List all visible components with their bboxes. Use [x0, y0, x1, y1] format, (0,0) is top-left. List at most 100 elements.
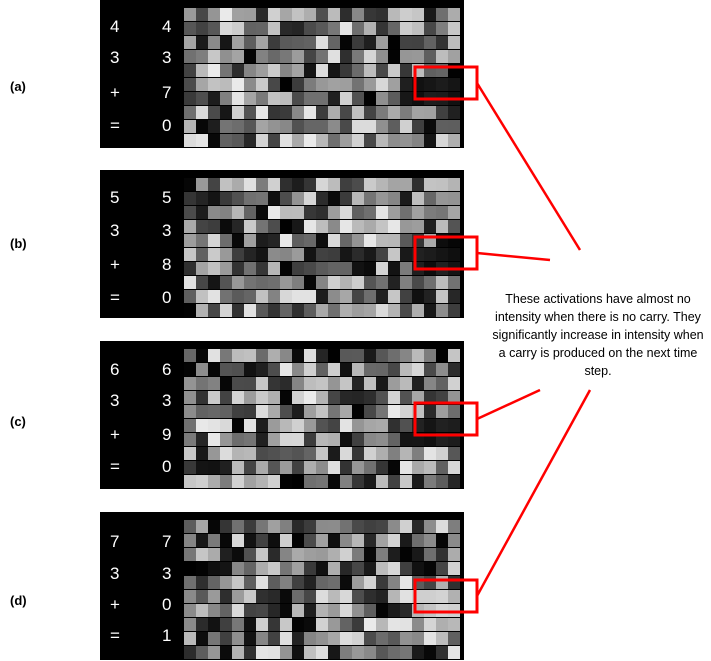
activation-cell — [448, 304, 460, 317]
activation-cell — [244, 576, 256, 589]
activation-cell — [316, 92, 328, 105]
activation-cell — [388, 304, 400, 317]
activation-cell — [388, 220, 400, 233]
activation-cell — [412, 405, 424, 418]
activation-cell — [244, 22, 256, 35]
activation-cell — [436, 475, 448, 488]
activation-cell — [220, 646, 232, 659]
activation-cell — [376, 192, 388, 205]
activation-cell — [232, 363, 244, 376]
activation-cell — [220, 290, 232, 303]
activation-cell — [316, 192, 328, 205]
activation-cell — [328, 134, 340, 147]
activation-cell — [340, 520, 352, 533]
activation-cell — [244, 134, 256, 147]
activation-cell — [256, 36, 268, 49]
activation-cell — [280, 433, 292, 446]
activation-cell — [208, 433, 220, 446]
activation-cell — [352, 349, 364, 362]
activation-cell — [304, 562, 316, 575]
activation-cell — [436, 618, 448, 631]
activation-cell — [388, 206, 400, 219]
activation-cell — [220, 576, 232, 589]
activation-cell — [184, 447, 196, 460]
activation-cell — [208, 590, 220, 603]
activation-cell — [220, 50, 232, 63]
activation-cell — [268, 220, 280, 233]
activation-cell — [208, 646, 220, 659]
activation-cell — [328, 475, 340, 488]
activation-cell — [316, 475, 328, 488]
activation-cell — [268, 276, 280, 289]
activation-cell — [268, 134, 280, 147]
activation-cell — [340, 134, 352, 147]
activation-cell — [256, 433, 268, 446]
activation-cell — [376, 92, 388, 105]
activation-cell — [364, 192, 376, 205]
activation-cell — [256, 548, 268, 561]
activation-cell — [388, 290, 400, 303]
activation-cell — [352, 8, 364, 21]
activation-cell — [196, 64, 208, 77]
activation-cell — [256, 447, 268, 460]
activation-cell — [232, 391, 244, 404]
activation-cell — [328, 604, 340, 617]
activation-cell — [196, 363, 208, 376]
activation-cell — [292, 576, 304, 589]
activation-cell — [352, 604, 364, 617]
activation-cell — [280, 632, 292, 645]
activation-cell — [232, 419, 244, 432]
activation-cell — [184, 590, 196, 603]
activation-cell — [280, 363, 292, 376]
activation-cell — [340, 78, 352, 91]
activation-cell — [232, 134, 244, 147]
activation-cell — [220, 92, 232, 105]
activation-cell — [280, 192, 292, 205]
activation-cell — [424, 377, 436, 390]
activation-cell — [244, 534, 256, 547]
activation-cell — [220, 304, 232, 317]
activation-cell — [448, 206, 460, 219]
activation-cell — [376, 447, 388, 460]
activation-cell — [400, 120, 412, 133]
activation-cell — [232, 92, 244, 105]
activation-cell — [352, 22, 364, 35]
activation-cell — [304, 92, 316, 105]
activation-cell — [448, 377, 460, 390]
activation-cell — [364, 475, 376, 488]
activation-cell — [208, 92, 220, 105]
activation-cell — [400, 646, 412, 659]
activation-cell — [388, 604, 400, 617]
activation-cell — [244, 192, 256, 205]
activation-cell — [184, 576, 196, 589]
activation-cell — [208, 78, 220, 91]
activation-cell — [436, 604, 448, 617]
activation-cell — [340, 106, 352, 119]
activation-cell — [340, 576, 352, 589]
activation-cell — [268, 475, 280, 488]
row-token: 8 — [162, 255, 172, 274]
activation-cell — [388, 618, 400, 631]
activation-cell — [424, 391, 436, 404]
activation-cell — [376, 276, 388, 289]
activation-cell — [364, 248, 376, 261]
activation-cell — [340, 534, 352, 547]
activation-cell — [364, 304, 376, 317]
activation-cell — [196, 106, 208, 119]
activation-cell — [184, 461, 196, 474]
activation-cell — [388, 646, 400, 659]
activation-cell — [244, 590, 256, 603]
activation-cell — [256, 304, 268, 317]
activation-cell — [268, 22, 280, 35]
activation-cell — [184, 234, 196, 247]
activation-cell — [232, 50, 244, 63]
activation-cell — [328, 234, 340, 247]
activation-cell — [424, 576, 436, 589]
activation-cell — [400, 64, 412, 77]
activation-cell — [412, 220, 424, 233]
activation-cell — [280, 106, 292, 119]
activation-cell — [364, 618, 376, 631]
activation-cell — [364, 604, 376, 617]
activation-cell — [352, 64, 364, 77]
activation-cell — [196, 576, 208, 589]
